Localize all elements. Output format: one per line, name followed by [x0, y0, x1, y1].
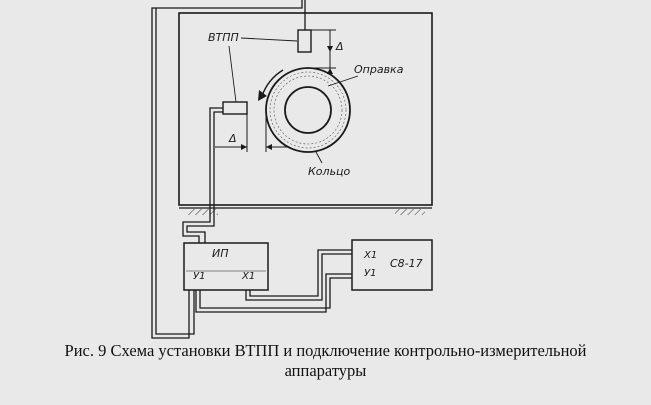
sensor-left: [222, 101, 248, 115]
gap-label-left: Δ: [228, 132, 237, 145]
mandrel-label: Оправка: [354, 63, 404, 76]
rotation-arrow-icon: [258, 69, 284, 101]
c8-y1-label: У1: [364, 268, 376, 279]
device-c8-17-label: С8-17: [390, 257, 423, 270]
installation-diagram: Δ Δ ВТПП Оправка Кольцо ИП У1 Х1 С8-17 Х…: [151, 0, 433, 339]
sensor-label: ВТПП: [208, 31, 239, 44]
device-ip: [183, 242, 269, 291]
ring-part: [265, 67, 351, 153]
c8-x1-label: Х1: [363, 250, 377, 261]
caption-line-1: Рис. 9 Схема установки ВТПП и подключени…: [64, 341, 587, 360]
base-hatching: [179, 207, 432, 215]
figure-caption: Рис. 9 Схема установки ВТПП и подключени…: [0, 341, 651, 381]
mandrel: [284, 86, 332, 134]
ip-x1-label: Х1: [241, 271, 255, 282]
gap-dimension-top: [311, 29, 336, 74]
ip-y1-label: У1: [193, 271, 205, 282]
gap-label-top: Δ: [335, 40, 344, 53]
device-c8-17: [351, 239, 433, 291]
device-ip-label: ИП: [212, 247, 229, 260]
gap-dimension-left: [215, 112, 290, 152]
ring-label: Кольцо: [308, 165, 351, 178]
wiring: [151, 0, 352, 339]
sensor-top: [297, 29, 312, 53]
caption-line-2: аппаратуры: [284, 361, 367, 380]
